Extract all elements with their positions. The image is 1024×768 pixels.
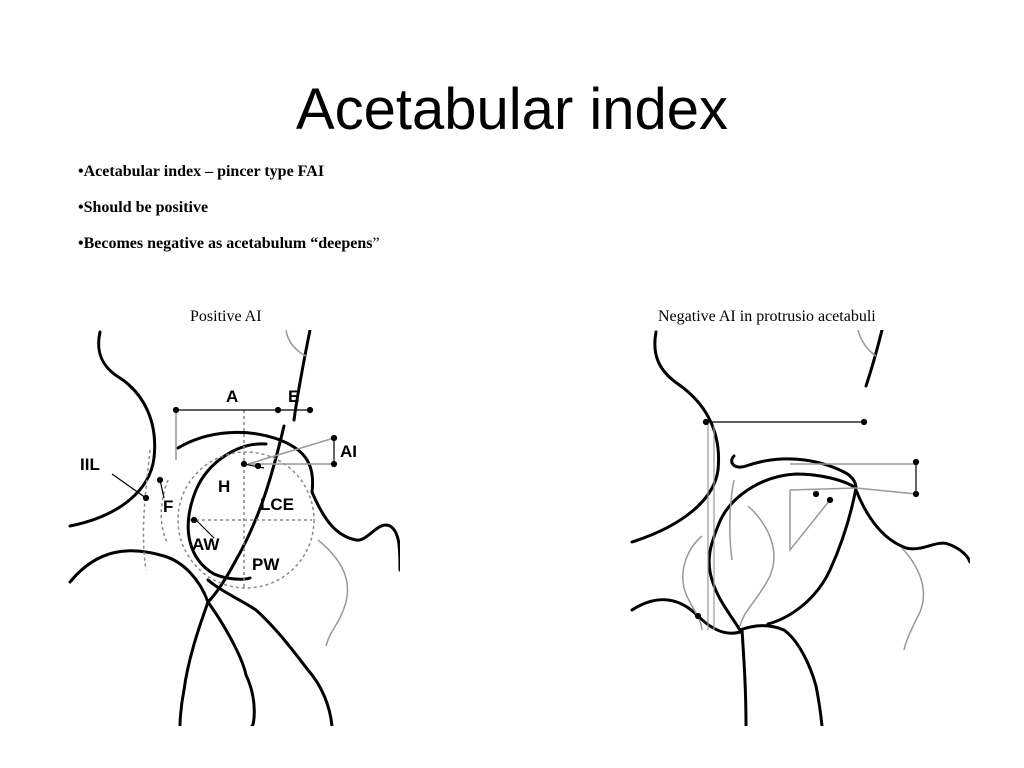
top-grey-contour: [857, 330, 877, 357]
bullet-list: •Acetabular index – pincer type FAI •Sho…: [78, 160, 380, 268]
positive-ai-diagram: A E AI IIL F H LCE AW PW: [68, 330, 400, 726]
bullet-text: •Becomes negative as acetabulum “deepens: [78, 235, 373, 252]
iliac-line: [292, 330, 312, 422]
ischium-contour: [854, 488, 970, 564]
ai-reference-line: [247, 437, 335, 465]
acetabular-roof: [730, 454, 858, 490]
iliac-wing-contour: [68, 330, 157, 528]
femoral-head: [186, 442, 268, 581]
right-figure-caption: Negative AI in protrusio acetabuli: [658, 308, 876, 325]
negative-ai-diagram: [630, 330, 970, 726]
aw-pointer: [195, 519, 215, 539]
label-a: A: [226, 387, 238, 406]
iliac-wing-contour: [630, 330, 721, 544]
ischium-contour: [310, 490, 400, 572]
label-lce: LCE: [260, 495, 294, 514]
iil-pointer: [111, 473, 147, 499]
medial-wall: [766, 486, 858, 626]
label-h: H: [218, 477, 230, 496]
slide-title: Acetabular index: [295, 76, 729, 142]
center-edge-line: [789, 487, 857, 491]
bullet-item: •Becomes negative as acetabulum “deepens…: [78, 232, 380, 268]
femoral-shaft-inner: [740, 628, 748, 726]
teardrop-dashed: [160, 479, 169, 545]
bullet-item: •Acetabular index – pincer type FAI: [78, 163, 325, 180]
label-f: F: [163, 497, 173, 516]
femoral-neck: [206, 578, 334, 726]
bullet-closing-quote: ”: [372, 235, 380, 252]
bullet-item: •Should be positive: [78, 199, 209, 216]
label-iil: IIL: [80, 455, 100, 474]
grey-medial-line: [739, 505, 775, 627]
femoral-head-circle: [177, 451, 315, 589]
iil-dashed-line: [142, 449, 151, 571]
iliac-line: [864, 330, 884, 388]
femoral-shaft-inner: [178, 600, 210, 726]
right-grey-contour: [317, 539, 349, 647]
label-e: E: [288, 387, 299, 406]
left-figure-caption: Positive AI: [190, 308, 262, 325]
label-pw: PW: [252, 555, 280, 574]
inner-grey-contour: [729, 479, 735, 561]
femoral-head: [707, 472, 858, 632]
right-grey-contour: [901, 547, 925, 651]
label-ai: AI: [340, 442, 357, 461]
label-aw: AW: [192, 535, 220, 554]
top-grey-contour: [285, 330, 307, 357]
femoral-neck: [738, 624, 824, 726]
ai-reference-triangle: [789, 490, 831, 553]
posterior-wall: [206, 424, 286, 604]
ai-reference-line: [855, 487, 917, 495]
